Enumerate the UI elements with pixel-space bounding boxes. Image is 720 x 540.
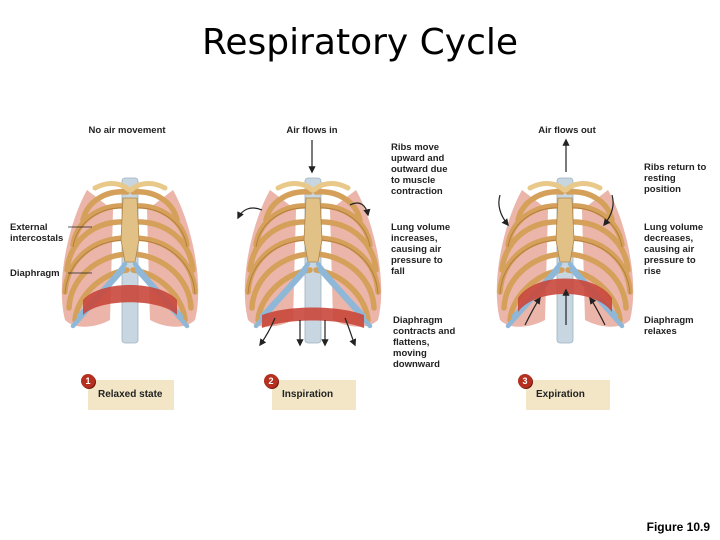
ribcage-expiration xyxy=(497,178,633,343)
external-intercostals-label: External intercostals xyxy=(10,222,64,244)
expiration-diaphragm-note: Diaphragm relaxes xyxy=(644,315,694,337)
leader-lines xyxy=(68,226,92,274)
inspiration-state-box: Inspiration xyxy=(272,380,356,410)
relaxed-state-box: Relaxed state xyxy=(88,380,174,410)
expiration-arrows xyxy=(498,138,614,326)
panel-1-top-label: No air movement xyxy=(88,125,166,136)
inspiration-lung-note: Lung volume increases, causing air press… xyxy=(391,222,451,277)
expiration-state-box: Expiration xyxy=(526,380,610,410)
panel-3-top-label: Air flows out xyxy=(538,125,596,136)
step-1-badge: 1 xyxy=(81,374,95,388)
expiration-lung-note: Lung volume decreases, causing air press… xyxy=(644,222,704,277)
inspiration-arrows xyxy=(237,140,371,347)
inspiration-ribs-note: Ribs move upward and outward due to musc… xyxy=(391,142,448,197)
expiration-ribs-note: Ribs return to resting position xyxy=(644,162,707,195)
page-title: Respiratory Cycle xyxy=(201,22,519,63)
ribcage-relaxed xyxy=(62,178,198,343)
step-2-badge: 2 xyxy=(264,374,278,388)
inspiration-diaphragm-note: Diaphragm contracts and flattens, moving… xyxy=(393,315,456,370)
step-3-badge: 3 xyxy=(518,374,532,388)
panel-2-top-label: Air flows in xyxy=(286,125,338,136)
diaphragm-label: Diaphragm xyxy=(10,268,60,279)
ribcage-inspiration xyxy=(245,178,381,343)
figure-label: Figure 10.9 xyxy=(646,520,710,534)
